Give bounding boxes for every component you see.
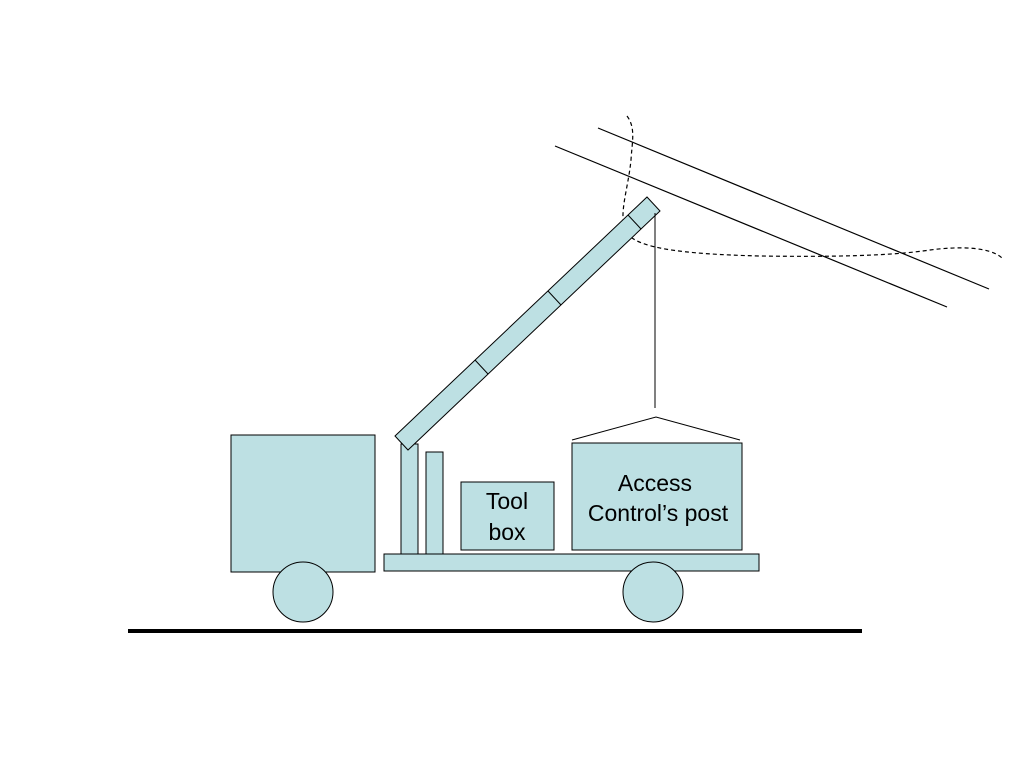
- boom-rest-post: [425, 451, 444, 555]
- tool-box-label-line2: box: [488, 519, 526, 545]
- truck-bed: [383, 553, 760, 572]
- dashed-boundary: [622, 115, 1003, 259]
- tool-box-label-line1: Tool: [486, 488, 528, 514]
- telescopic-boom: [394, 196, 661, 451]
- power-line-lower: [554, 145, 948, 308]
- boom-joint: [474, 359, 489, 375]
- power-line-upper: [597, 127, 990, 290]
- access-control-post-label-line1: Access: [618, 470, 692, 496]
- boom-joint: [627, 214, 642, 230]
- access-control-post: [571, 442, 743, 551]
- boom-support-post: [400, 443, 419, 555]
- truck-cab: [230, 434, 376, 573]
- access-control-post-label-line2: Control’s post: [588, 500, 729, 526]
- front-wheel: [272, 561, 334, 623]
- rear-wheel: [622, 561, 684, 623]
- tool-box: [460, 481, 555, 551]
- boom-joint: [547, 290, 562, 306]
- sling-lines: [571, 416, 741, 441]
